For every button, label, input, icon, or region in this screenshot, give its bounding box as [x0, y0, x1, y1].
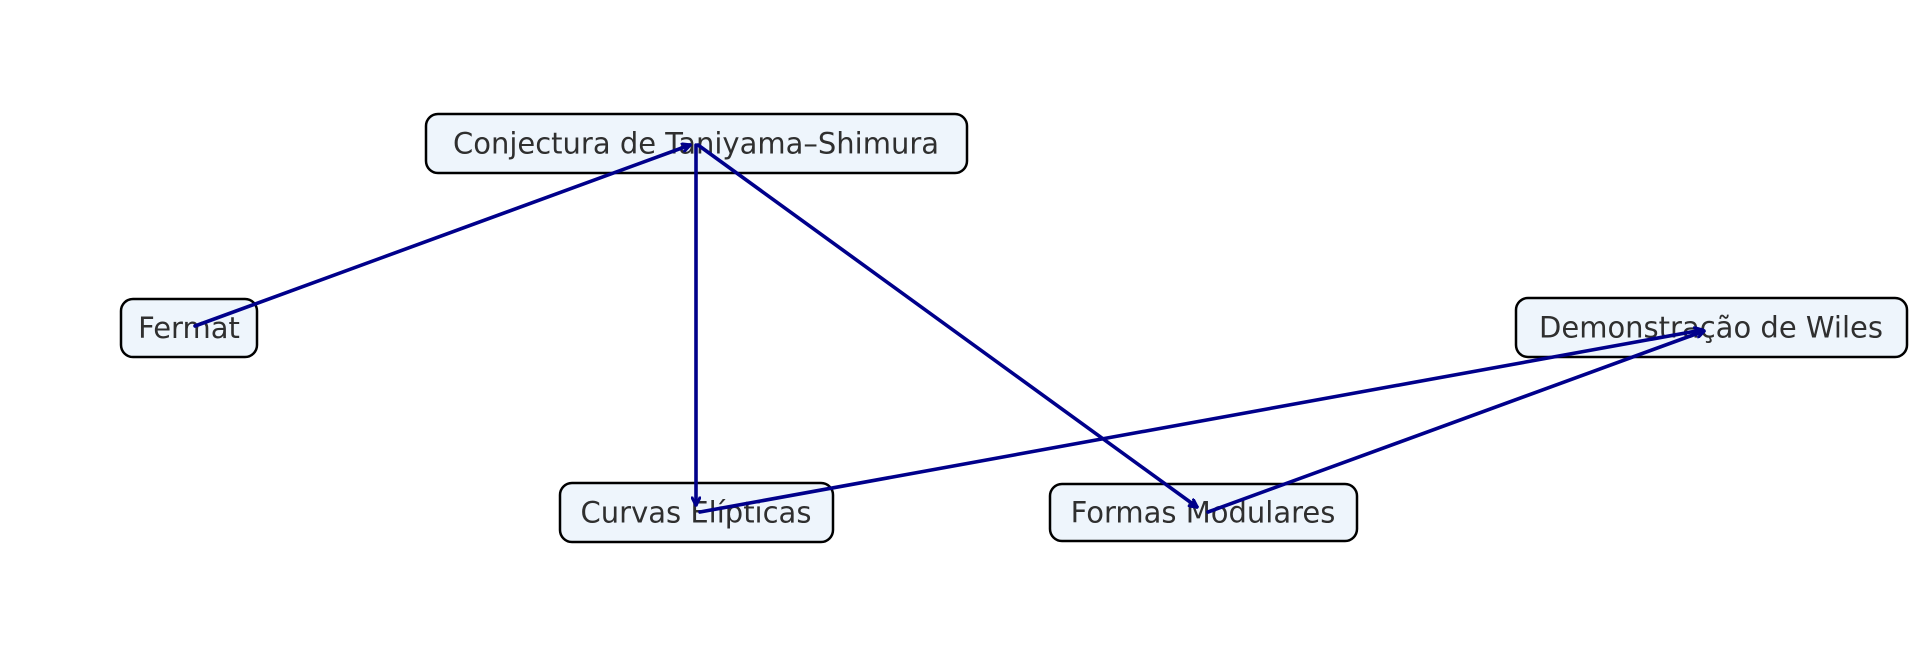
node-box — [119, 297, 259, 359]
node-demonstracao-de-wiles: Demonstração de Wiles — [1514, 296, 1909, 359]
node-box — [1048, 482, 1359, 543]
edge-curvas-to-wiles — [698, 330, 1702, 514]
node-label-formas-modulares: Formas Modulares — [1071, 496, 1336, 530]
node-label-demonstracao-de-wiles: Demonstração de Wiles — [1539, 311, 1883, 345]
edge-formas-to-wiles — [1206, 331, 1704, 514]
node-box — [1514, 296, 1909, 359]
node-fermat: Fermat — [119, 297, 259, 359]
node-formas-modulares: Formas Modulares — [1048, 482, 1359, 543]
edges-layer — [193, 143, 1704, 514]
edge-fermat-to-taniyama — [193, 145, 690, 328]
edge-taniyama-to-formas — [696, 143, 1197, 507]
